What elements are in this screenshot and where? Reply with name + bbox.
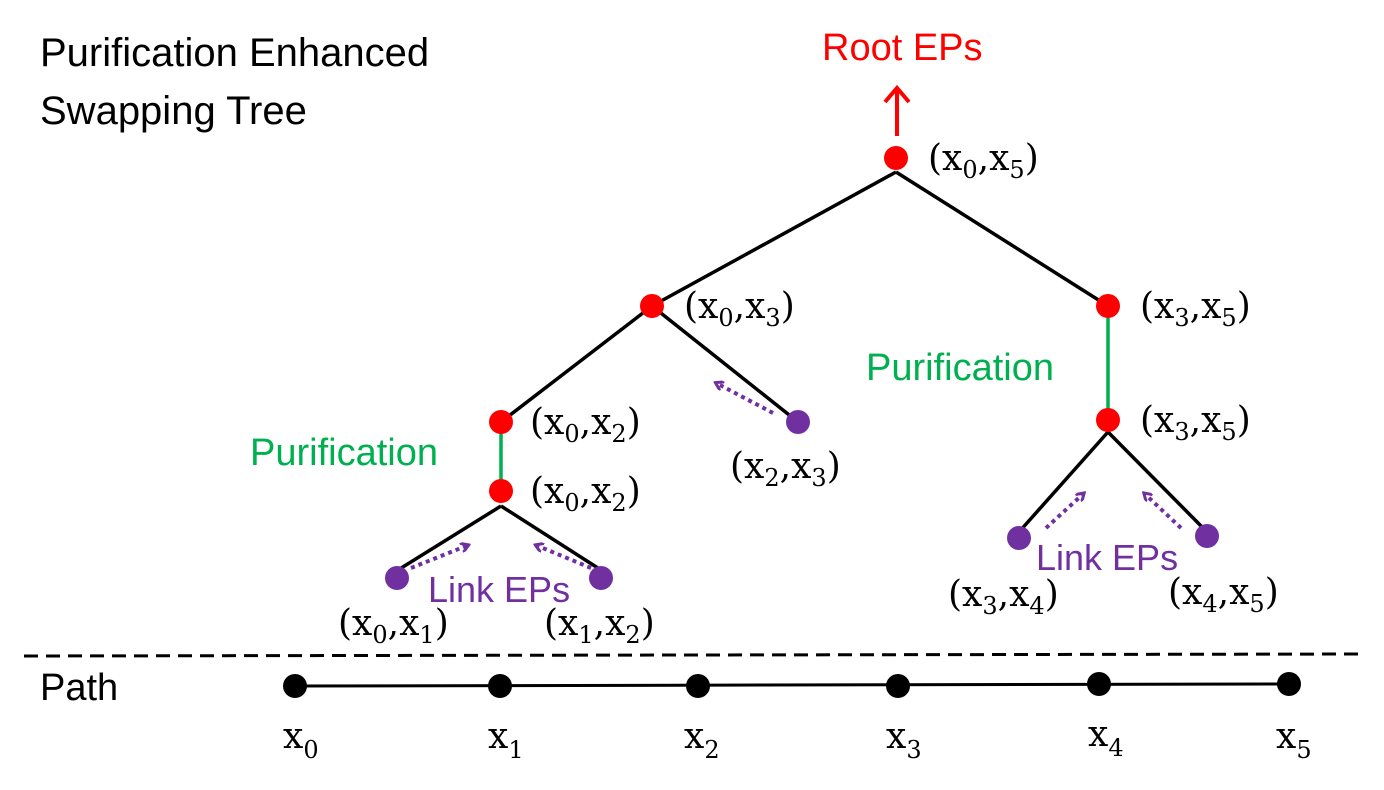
pair-label-x0-x5: (x0,x5) <box>928 138 1039 184</box>
tree-edges <box>397 170 1209 572</box>
pair-label-x0-x2-top: (x0,x2) <box>530 402 641 448</box>
link-nodes <box>385 410 1219 590</box>
edge-x3x5-right <box>1106 430 1209 534</box>
dotted-arrow-icon <box>718 384 774 415</box>
link-node-x2-x3 <box>786 410 810 434</box>
path-node-label-x0: x0 <box>283 716 319 764</box>
swap-node-x0-x2-top <box>489 410 513 434</box>
path-node-label-x5: x5 <box>1276 716 1312 764</box>
path-node-x1 <box>488 674 512 698</box>
pair-label-x0-x2-bottom: (x0,x2) <box>530 471 641 517</box>
swap-node-x3-x5-bottom <box>1096 408 1120 432</box>
path-node-label-x1: x1 <box>488 716 524 764</box>
path-node-label-x2: x2 <box>684 716 720 764</box>
pair-label-x1-x2: (x1,x2) <box>544 603 655 649</box>
diagram-title-line-2: Swapping Tree <box>40 89 307 133</box>
edge-root-right <box>895 170 1109 308</box>
purification-label-left: Purification <box>250 432 438 474</box>
dotted-arrow-icon <box>1146 495 1183 530</box>
link-ep-arrows <box>410 384 1183 570</box>
pair-label-x2-x3: (x2,x3) <box>730 446 841 492</box>
root-arrow-icon <box>883 84 911 136</box>
link-eps-label-right: Link EPs <box>1036 537 1178 578</box>
path-nodes <box>283 672 1301 698</box>
dotted-arrow-icon <box>1044 495 1082 530</box>
path-node-x4 <box>1087 672 1111 696</box>
swap-node-x3-x5-top <box>1096 294 1120 318</box>
edge-x0x2-right <box>500 504 602 572</box>
link-node-x4-x5 <box>1195 524 1219 548</box>
pair-label-x4-x5: (x4,x5) <box>1168 572 1279 618</box>
pair-label-x3-x5-top: (x3,x5) <box>1140 286 1251 332</box>
edge-x3x5-left <box>1017 430 1110 534</box>
pair-label-x3-x5-bottom: (x3,x5) <box>1140 400 1251 446</box>
path-node-x2 <box>686 674 710 698</box>
path-node-label-x3: x3 <box>886 716 922 764</box>
path-node-label-x4: x4 <box>1088 714 1124 762</box>
swap-node-x0-x2-bottom <box>489 479 513 503</box>
root-eps-label: Root EPs <box>822 27 983 69</box>
purification-label-right: Purification <box>866 347 1054 389</box>
swap-node-x0-x5 <box>884 146 908 170</box>
link-node-x0-x1 <box>385 566 409 590</box>
link-node-x1-x2 <box>589 566 613 590</box>
path-label: Path <box>40 667 118 709</box>
dashed-separator <box>23 652 1363 658</box>
path-node-x0 <box>283 674 307 698</box>
edge-x0x2-left <box>397 504 502 572</box>
path-node-x5 <box>1277 672 1301 696</box>
pair-label-x3-x4: (x3,x4) <box>948 574 1059 620</box>
swap-node-x0-x3 <box>640 294 664 318</box>
swap-nodes <box>489 146 1120 503</box>
diagram-title-line-1: Purification Enhanced <box>40 31 429 75</box>
edge-x0x3-left <box>499 304 654 424</box>
edge-x0x3-right <box>650 304 800 424</box>
edge-root-left <box>651 170 897 308</box>
path-line <box>294 682 1290 688</box>
path-node-x3 <box>886 674 910 698</box>
link-eps-label-left: Link EPs <box>428 569 570 610</box>
dotted-arrow-icon <box>538 546 592 570</box>
pair-label-x0-x3: (x0,x3) <box>684 286 795 332</box>
dotted-arrow-icon <box>410 546 466 570</box>
link-node-x3-x4 <box>1007 526 1031 550</box>
